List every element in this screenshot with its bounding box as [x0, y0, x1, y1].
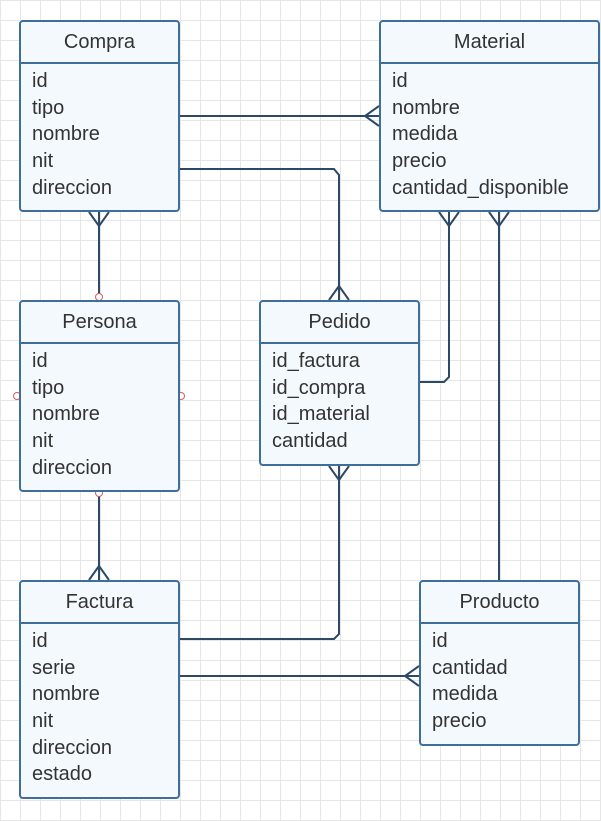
- entity-field: medida: [432, 683, 498, 706]
- entity-producto[interactable]: Producto id cantidad medida precio: [419, 580, 580, 746]
- entity-field: nit: [32, 430, 54, 453]
- entity-factura[interactable]: Factura id serie nombre nit direccion estado: [19, 580, 180, 799]
- crows-foot-compra-icon: [88, 211, 110, 228]
- entity-material[interactable]: Material id nombre medida precio cantidad_dis…: [379, 20, 600, 212]
- entity-field-list: id tipo nombre nit direccion: [21, 344, 178, 481]
- entity-title: Factura: [21, 582, 178, 624]
- crows-foot-producto-icon: [403, 665, 420, 687]
- entity-field-list: id tipo nombre nit direccion: [21, 64, 178, 201]
- entity-field: nit: [32, 710, 54, 733]
- entity-field: id: [392, 70, 408, 92]
- entity-field: estado: [32, 763, 93, 786]
- entity-persona[interactable]: Persona id tipo nombre nit direccion: [19, 300, 180, 492]
- entity-field-list: id nombre medida precio cantidad_disponible: [381, 64, 598, 201]
- entity-field: cantidad: [272, 430, 348, 453]
- entity-field: id_material: [272, 403, 370, 426]
- entity-field: cantidad_disponible: [392, 176, 569, 199]
- crows-foot-material-icon: [438, 211, 460, 228]
- entity-field: direccion: [32, 176, 113, 199]
- entity-compra[interactable]: Compra id tipo nombre nit direccion: [19, 20, 180, 212]
- line-material-pedido: [420, 212, 450, 383]
- crows-foot-pedido-icon: [328, 465, 350, 482]
- line-pedido-factura: [180, 466, 340, 640]
- entity-field: serie: [32, 656, 76, 679]
- entity-field: direccion: [32, 736, 113, 759]
- crows-foot-pedido-icon: [328, 284, 350, 301]
- entity-title: Compra: [21, 22, 178, 64]
- entity-title: Producto: [421, 582, 578, 624]
- entity-field: nombre: [392, 96, 460, 119]
- entity-field: nombre: [32, 123, 100, 146]
- entity-title: Material: [381, 22, 598, 64]
- entity-field: nombre: [32, 683, 100, 706]
- entity-field: tipo: [32, 376, 65, 399]
- line-compra-pedido: [180, 168, 340, 300]
- entity-field: tipo: [32, 96, 65, 119]
- entity-field: cantidad: [432, 656, 508, 679]
- crows-foot-material-icon: [488, 211, 510, 228]
- entity-field: nombre: [32, 403, 100, 426]
- entity-field: id: [432, 630, 448, 652]
- entity-field: id: [32, 630, 48, 652]
- entity-field: direccion: [32, 456, 113, 479]
- entity-field-list: id serie nombre nit direccion estado: [21, 624, 178, 788]
- entity-field-list: id_factura id_compra id_material cantidad: [261, 344, 418, 455]
- entity-field: nit: [32, 150, 54, 173]
- entity-field: medida: [392, 123, 458, 146]
- entity-field: id: [32, 70, 48, 92]
- entity-title: Persona: [21, 302, 178, 344]
- entity-field: precio: [432, 710, 487, 733]
- entity-field-list: id cantidad medida precio: [421, 624, 578, 735]
- entity-field: precio: [392, 150, 447, 173]
- entity-field: id_compra: [272, 376, 366, 399]
- entity-title: Pedido: [261, 302, 418, 344]
- entity-field: id_factura: [272, 350, 360, 372]
- crows-foot-factura-icon: [88, 564, 110, 581]
- entity-field: id: [32, 350, 48, 372]
- crows-foot-material-icon: [363, 105, 380, 127]
